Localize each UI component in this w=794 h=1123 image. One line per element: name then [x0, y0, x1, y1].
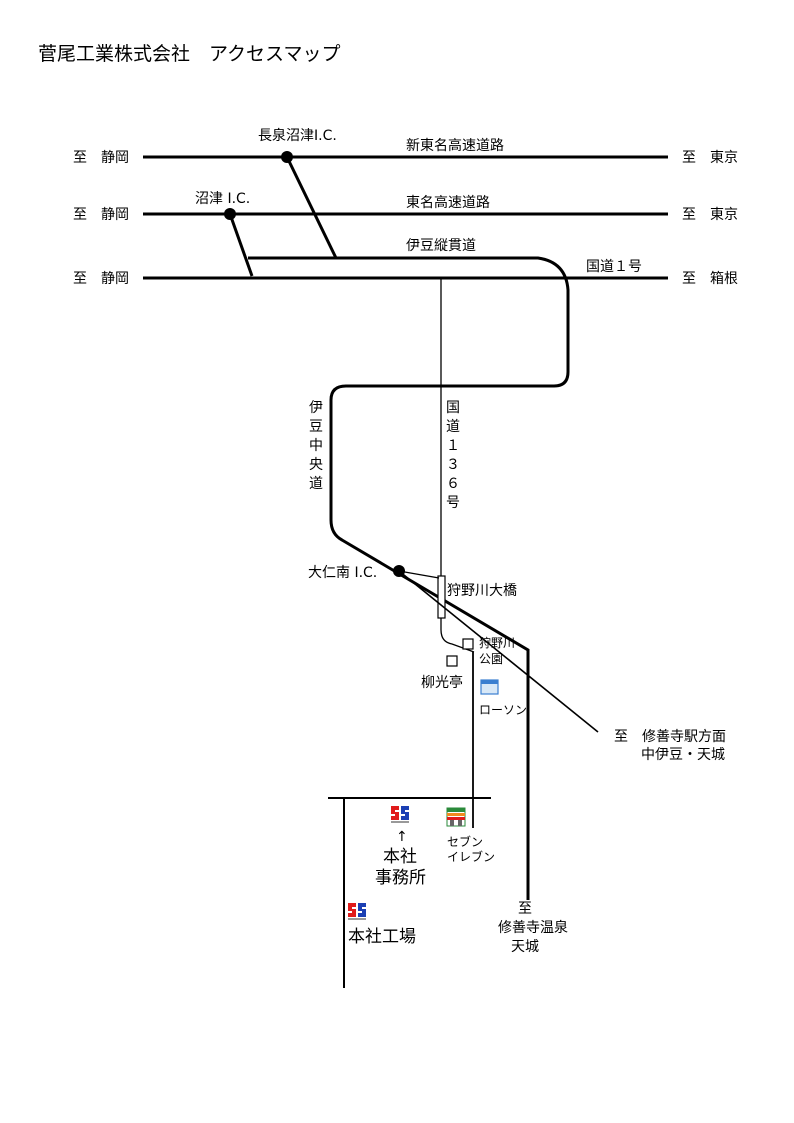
nagaizumi-connector — [285, 156, 338, 259]
to-south-label-1: 至 — [518, 901, 532, 917]
to-south-label-3: 天城 — [511, 939, 539, 955]
izu-chuo-label-char: 伊 — [309, 400, 323, 416]
to-shuzenji-station-label: 至 修善寺駅方面 — [614, 729, 726, 745]
izu-chuo-label-char: 道 — [309, 476, 323, 492]
route136-label-char: 道 — [446, 419, 460, 435]
shin-tomei-label: 新東名高速道路 — [406, 137, 504, 154]
tomei-label: 東名高速道路 — [406, 194, 490, 211]
to-shizuoka-label: 至 静岡 — [73, 150, 129, 166]
to-shizuoka-label: 至 静岡 — [73, 271, 129, 287]
park-label-1: 狩野川 — [479, 635, 515, 650]
to-south-label-2: 修善寺温泉 — [498, 919, 568, 936]
seven-eleven-label-2: イレブン — [447, 849, 495, 864]
park-marker — [462, 638, 474, 650]
route136-label-char: 号 — [446, 495, 460, 511]
to-shizuoka-label: 至 静岡 — [73, 207, 129, 223]
ryokotei-label: 柳光亭 — [421, 674, 463, 691]
factory-label: 本社工場 — [348, 927, 416, 947]
to-tokyo-label: 至 東京 — [682, 150, 738, 166]
numazu-connector — [228, 213, 254, 277]
route136-label-char: 国 — [446, 400, 460, 416]
lawson-icon — [480, 679, 499, 695]
numazu-ic-label: 沼津 I.C. — [195, 191, 250, 207]
bridge-label: 狩野川大橋 — [447, 583, 517, 599]
to-tokyo-label: 至 東京 — [682, 207, 738, 223]
seven-eleven-label-1: セブン — [447, 834, 483, 849]
office-label-2: 事務所 — [375, 868, 426, 888]
ic-bridge-link — [398, 570, 440, 579]
office-label-1: 本社 — [383, 847, 417, 867]
to-hakone-label: 至 箱根 — [682, 271, 738, 287]
page-title: 菅尾工業株式会社 アクセスマップ — [38, 43, 340, 65]
route136-label-char: ６ — [446, 476, 460, 492]
kanogawa-bridge — [437, 575, 446, 619]
shuzenji-station-road — [398, 570, 599, 733]
ryokotei-marker — [446, 655, 458, 667]
arrow-up-icon: ↑ — [396, 829, 408, 845]
park-label-2: 公園 — [479, 652, 503, 666]
to-nakaizu-amagi-label: 中伊豆・天城 — [641, 747, 725, 763]
route1-label: 国道１号 — [586, 259, 642, 275]
company-logo-icon — [348, 903, 366, 920]
route136-label-char: ３ — [446, 457, 460, 473]
izu-chuo-label-char: 中 — [309, 438, 323, 454]
izu-jukan-label: 伊豆縦貫道 — [406, 238, 476, 254]
izu-jukan-road — [248, 256, 570, 900]
route136-label-char: １ — [446, 438, 460, 454]
izu-chuo-label-char: 央 — [309, 457, 323, 473]
route-136 — [440, 278, 475, 653]
ohitominami-ic-marker — [393, 565, 405, 577]
numazu-ic-marker — [224, 208, 236, 220]
company-logo-icon — [391, 806, 409, 823]
ohitominami-ic-label: 大仁南 I.C. — [308, 565, 377, 581]
izu-chuo-label-char: 豆 — [309, 419, 323, 435]
lawson-label: ローソン — [479, 703, 527, 717]
seven-eleven-icon — [446, 807, 466, 827]
nagaizumi-ic-marker — [281, 151, 293, 163]
nagaizumi-ic-label: 長泉沼津I.C. — [258, 127, 337, 144]
